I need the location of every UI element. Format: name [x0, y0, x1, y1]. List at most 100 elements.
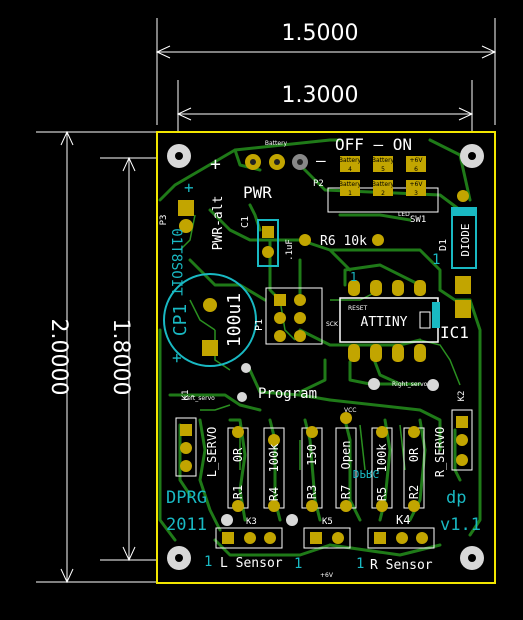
svg-text:CP1: CP1 — [170, 304, 191, 337]
left-servo-net: Left_servo — [184, 395, 215, 402]
copper-traces — [158, 138, 482, 557]
right-servo-net: Right_servo — [392, 381, 428, 388]
dprg-label: DPRG — [166, 488, 207, 508]
connector-k5: K5 — [303, 517, 351, 549]
pwr-alt-label: PWR-alt — [211, 196, 226, 251]
svg-text:RESET: RESET — [348, 305, 368, 312]
svg-text:+: + — [210, 154, 221, 175]
svg-text:C1: C1 — [240, 216, 251, 228]
svg-text:Battery: Battery — [339, 157, 362, 164]
svg-text:D1: D1 — [438, 239, 449, 251]
svg-text:6: 6 — [414, 166, 418, 173]
pwr-label: PWR — [243, 183, 272, 202]
resistor-r5: 100k R5 — [371, 426, 393, 512]
l-sensor-label: L Sensor — [220, 556, 283, 571]
svg-text:3: 3 — [414, 190, 418, 197]
svg-text:5: 5 — [381, 166, 385, 173]
svg-text:+: + — [184, 178, 194, 197]
pin1-marker: 1 — [294, 556, 302, 572]
year-label: 2011 — [166, 515, 207, 535]
p2-label: P2 — [313, 179, 324, 189]
svg-text:R6 10k: R6 10k — [320, 234, 367, 249]
resistor-r1: 0R R1 — [227, 426, 249, 512]
resistor-r6: R6 10k — [299, 234, 384, 249]
svg-text:R_SERVO: R_SERVO — [433, 427, 447, 478]
pin1-marker: 1 — [432, 252, 440, 268]
svg-text:1: 1 — [350, 270, 357, 284]
vcc-net: VCC — [344, 407, 356, 414]
svg-text:Battery: Battery — [372, 157, 395, 164]
diode-d1: DIODE D1 — [438, 190, 477, 318]
dimension-left-inner: 1.8000 — [108, 319, 133, 396]
svg-text:1: 1 — [348, 190, 352, 197]
svg-text:150: 150 — [305, 444, 319, 466]
svg-text:DPRG: DPRG — [353, 467, 380, 480]
program-label: Program — [258, 386, 317, 402]
connector-k4: K4 — [367, 513, 435, 549]
svg-text:Open: Open — [339, 441, 353, 470]
svg-text:01T8SOIT: 01T8SOIT — [168, 228, 184, 296]
svg-text:–: – — [316, 151, 326, 170]
svg-text:Battery: Battery — [265, 140, 288, 147]
svg-text:+: + — [167, 353, 186, 363]
dimension-top-inner: 1.3000 — [282, 83, 359, 108]
board-outline — [156, 131, 496, 584]
resistor-r7: Open R7 DPRG — [335, 412, 380, 512]
resistor-r4: 100k R4 — [263, 427, 285, 512]
svg-text:IC1: IC1 — [440, 323, 469, 342]
svg-text:K3: K3 — [246, 517, 257, 527]
r-sensor-label: R Sensor — [370, 558, 433, 573]
resistor-r3: 150 R3 — [301, 426, 323, 512]
svg-text:R3: R3 — [305, 485, 319, 499]
svg-text:0R: 0R — [231, 447, 245, 462]
svg-text:Battery: Battery — [339, 181, 362, 188]
svg-text:K1: K1 — [181, 390, 191, 401]
off-on-label: OFF – ON — [335, 135, 412, 154]
program-vias — [221, 363, 439, 526]
pin1-marker: 1 — [356, 556, 364, 572]
svg-text:ATTINY: ATTINY — [361, 315, 408, 330]
svg-text:SCK: SCK — [326, 321, 339, 328]
svg-text:Battery: Battery — [372, 181, 395, 188]
svg-text:K4: K4 — [396, 513, 410, 527]
svg-text:L_SERVO: L_SERVO — [205, 427, 219, 478]
resistor-r2: 0R R2 — [403, 426, 425, 512]
svg-text:100k: 100k — [375, 443, 389, 473]
pin1-marker: 1 — [204, 554, 212, 570]
svg-text:DIODE: DIODE — [459, 223, 472, 256]
svg-text:P3: P3 — [159, 215, 169, 226]
svg-text:.1uF: .1uF — [285, 239, 295, 261]
sw1-label: SW1 — [410, 215, 426, 225]
header-p1: P1 SCK — [254, 287, 339, 345]
dimension-top-outer: 1.5000 — [282, 21, 359, 46]
connector-p3: P3 + — [159, 178, 194, 233]
svg-text:4: 4 — [348, 166, 352, 173]
svg-text:100k: 100k — [267, 443, 281, 473]
mounting-holes — [167, 144, 484, 570]
svg-text:2: 2 — [381, 190, 385, 197]
switch-sw1: Battery Battery +6V 4 5 6 Battery Batter… — [327, 156, 439, 218]
svg-text:+6V: +6V — [410, 181, 424, 188]
svg-text:100u1: 100u1 — [224, 293, 245, 347]
plus6v-net: +6V — [320, 572, 334, 579]
svg-text:0R: 0R — [407, 447, 421, 462]
dimension-lines — [36, 18, 497, 584]
svg-text:P1: P1 — [254, 319, 265, 331]
dimension-left-outer: 2.0000 — [46, 319, 71, 396]
svg-text:R4: R4 — [267, 487, 281, 501]
svg-text:R2: R2 — [407, 485, 421, 499]
svg-text:LED: LED — [398, 211, 410, 218]
svg-text:+6V: +6V — [410, 157, 424, 164]
connector-k1: K1 L_SERVO — [175, 390, 219, 478]
svg-text:K2: K2 — [457, 391, 467, 402]
svg-text:K5: K5 — [322, 517, 333, 527]
svg-text:R7: R7 — [339, 485, 353, 499]
svg-text:R5: R5 — [375, 487, 389, 501]
battery-connector: Battery + – — [210, 140, 326, 175]
svg-text:R1: R1 — [231, 485, 245, 499]
connector-k3: K3 — [215, 517, 283, 549]
capacitor-c1: C1 .1uF — [240, 216, 295, 267]
chip-ic1: ATTINY IC1 RESET 1 — [339, 270, 469, 362]
capacitor-cp1: 100u1 CP1 01T8SOIT + — [163, 228, 257, 367]
